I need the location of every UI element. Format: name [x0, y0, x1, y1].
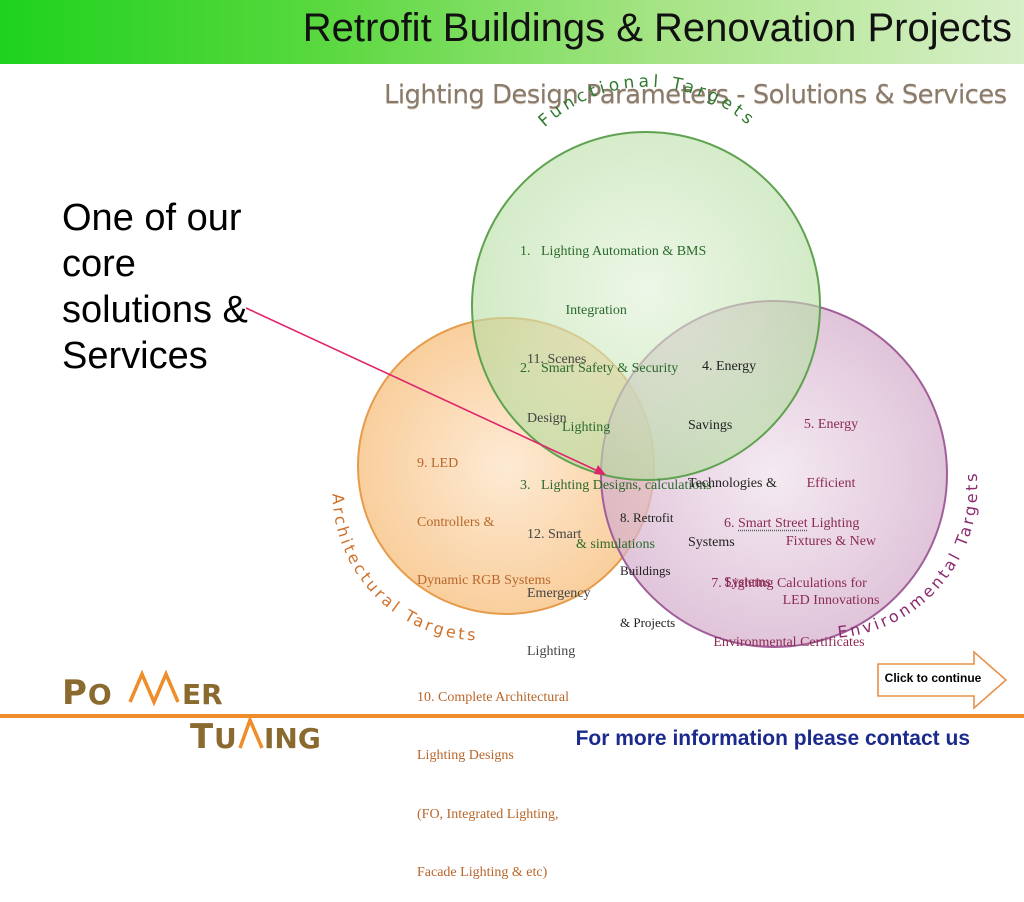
functional-item-line: Lighting	[520, 419, 611, 435]
center-items: 8. Retrofit Buildings & Projects	[620, 474, 675, 649]
environmental-item-6-number: 6.	[724, 516, 738, 531]
architectural-item-line: Controllers &	[417, 514, 495, 530]
environmental-items-bottom: 7. Lighting Calculations for Environment…	[686, 535, 892, 672]
title-bar: Retrofit Buildings & Renovation Projects	[0, 0, 1024, 64]
architectural-item-line: 10. Complete Architectural	[417, 689, 570, 705]
functional-circle	[471, 131, 821, 481]
overlap-item-line: 12. Smart	[527, 527, 582, 542]
click-to-continue-label: Click to continue	[884, 671, 982, 685]
functional-targets-label: Functional Targets	[535, 72, 761, 132]
side-callout-text: One of our core solutions & Services	[62, 197, 248, 377]
venn-diagram: Functional Targets Architectural Targets…	[245, 72, 978, 648]
power-tuning-logo-mark: PO ER T U ING	[62, 669, 321, 757]
page-title: Retrofit Buildings & Renovation Projects	[302, 6, 1012, 50]
diagram-subtitle: Lighting Design Parameters - Solutions &…	[384, 80, 1007, 110]
arrow-right-icon	[877, 650, 1008, 710]
green-orange-items: 11. Scenes Design 12. Smart Emergency Li…	[527, 311, 591, 681]
environmental-item-6: 6. Smart Street Lighting Systems	[724, 475, 859, 612]
center-item-line: 8. Retrofit	[620, 510, 674, 525]
architectural-item-spacer	[417, 630, 569, 649]
functional-item-line: 1. Lighting Automation & BMS	[520, 244, 707, 259]
functional-item-line: Integration	[520, 302, 627, 318]
architectural-item-line: Dynamic RGB Systems	[417, 573, 551, 588]
overlap-item-line: Systems	[688, 534, 735, 550]
environmental-item-line: 5. Energy	[803, 417, 859, 432]
environmental-item-line: Fixtures & New	[785, 534, 877, 549]
environmental-item-line: Environmental Certificates	[713, 634, 865, 650]
center-item-line: & Projects	[620, 615, 676, 630]
overlap-item-line: 4. Energy	[688, 359, 757, 374]
svg-text:U: U	[214, 722, 237, 755]
svg-text:T: T	[190, 717, 214, 757]
functional-item-line: 2. Smart Safety & Security	[520, 361, 679, 376]
overlap-item-line: 11. Scenes	[527, 352, 587, 367]
architectural-item-line: Facade Lighting & etc)	[417, 865, 548, 880]
svg-text:ING: ING	[264, 722, 321, 755]
svg-text:PO: PO	[62, 673, 113, 713]
functional-item-line: & simulations	[520, 536, 655, 552]
overlap-item-line: Savings	[688, 417, 733, 433]
environmental-items-top: 5. Energy Efficient Fixtures & New LED I…	[760, 376, 902, 630]
functional-item-line: 3. Lighting Designs, calculations	[520, 478, 712, 493]
callout-arrow-line	[245, 307, 601, 473]
power-tuning-logo: PO ER T U ING	[58, 669, 358, 760]
environmental-item-line: LED Innovations	[782, 592, 880, 608]
click-to-continue-button[interactable]: Click to continue	[870, 650, 1010, 710]
overlap-item-line: Technologies &	[688, 476, 777, 491]
center-item-line: Buildings	[620, 562, 671, 578]
environmental-item-line: Systems	[724, 574, 771, 590]
callout-arrowhead	[594, 465, 606, 475]
smart-street-link[interactable]: Smart Street	[738, 516, 808, 531]
environmental-item-line: 7. Lighting Calculations for	[711, 576, 867, 591]
svg-text:ER: ER	[182, 678, 223, 711]
architectural-item-line: Lighting Designs	[417, 748, 514, 763]
overlap-item-line: Design	[527, 410, 567, 426]
environmental-item-line: Efficient	[806, 475, 856, 491]
green-purple-items: 4. Energy Savings Technologies & Systems	[688, 318, 777, 572]
footer-orange-line	[0, 714, 1024, 718]
functional-items: 1. Lighting Automation & BMS Integration…	[520, 203, 712, 574]
overlap-item-line: Emergency	[527, 585, 591, 601]
architectural-items: 9. LED Controllers & Dynamic RGB Systems…	[417, 415, 569, 902]
architectural-item-line: (FO, Integrated Lighting,	[417, 806, 559, 822]
architectural-item-line: 9. LED	[417, 456, 459, 471]
overlap-item-line: Lighting	[527, 644, 576, 659]
contact-text: For more information please contact us	[575, 727, 970, 750]
environmental-item-6-rest: Lighting	[807, 516, 860, 531]
